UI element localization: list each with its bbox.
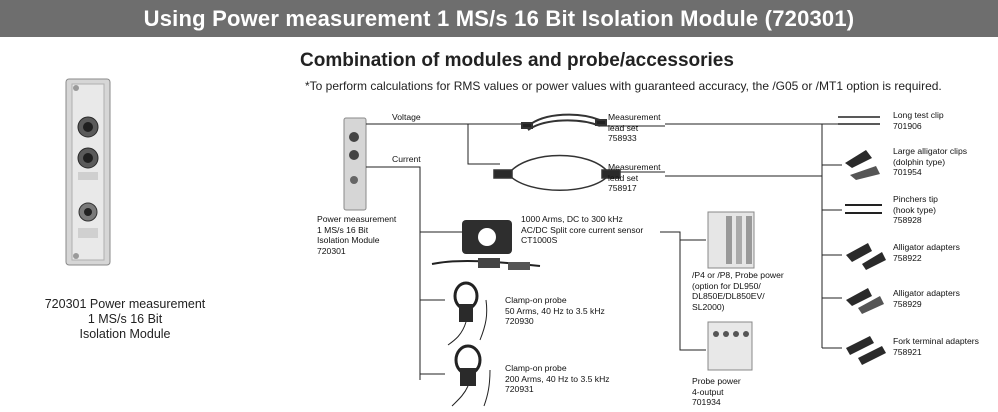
accessory-fork-terminal-adapters: Fork terminal adapters 758921 <box>893 336 979 357</box>
accessory-alligator-adapters-758929: Alligator adapters 758929 <box>893 288 960 309</box>
section-heading: Combination of modules and probe/accesso… <box>300 50 734 71</box>
clamp-probe-720930-label: Clamp-on probe 50 Arms, 40 Hz to 3.5 kHz… <box>505 295 605 326</box>
module-label: Power measurement 1 MS/s 16 Bit Isolatio… <box>317 214 397 256</box>
accessory-large-alligator-clips: Large alligator clips (dolphin type) 701… <box>893 146 968 177</box>
clamp-probe-720931-image <box>451 344 491 407</box>
large-alligator-clips-image <box>845 150 880 180</box>
clamp-probe-720930-image <box>447 281 488 346</box>
current-label: Current <box>392 154 421 164</box>
voltage-label: Voltage <box>392 112 421 122</box>
pinchers-tip-image <box>845 204 882 214</box>
module-caption: 720301 Power measurement 1 MS/s 16 Bit I… <box>44 297 206 341</box>
module-photo-small <box>343 117 367 211</box>
clamp-probe-720931-label: Clamp-on probe 200 Arms, 40 Hz to 3.5 kH… <box>505 363 610 394</box>
probe-power-701934-label: Probe power 4-output 701934 <box>692 376 741 407</box>
lead-set-758933-image <box>521 113 607 131</box>
banner-title: Using Power measurement 1 MS/s 16 Bit Is… <box>0 0 998 37</box>
ct1000s-image <box>431 220 541 270</box>
alligator-adapters-758929-image <box>846 288 884 314</box>
accessory-pinchers-tip: Pinchers tip (hook type) 758928 <box>893 194 938 225</box>
probe-power-option-label: /P4 or /P8, Probe power (option for DL95… <box>692 270 784 312</box>
long-test-clip-image <box>838 116 880 125</box>
accuracy-note: *To perform calculations for RMS values … <box>305 79 942 93</box>
lead-set-758917-label: Measurement lead set 758917 <box>608 162 661 193</box>
alligator-adapters-758922-image <box>846 243 886 270</box>
module-photo-large <box>65 78 111 266</box>
lead-set-758933-label: Measurement lead set 758933 <box>608 112 661 143</box>
fork-terminal-adapters-image <box>846 336 886 365</box>
dl950-unit-image <box>707 211 755 269</box>
lead-set-758917-image <box>493 154 621 191</box>
accessory-long-test-clip: Long test clip 701906 <box>893 110 944 131</box>
probe-power-701934-image <box>707 321 753 371</box>
ct1000s-label: 1000 Arms, DC to 300 kHz AC/DC Split cor… <box>521 214 644 245</box>
accessory-alligator-adapters-758922: Alligator adapters 758922 <box>893 242 960 263</box>
